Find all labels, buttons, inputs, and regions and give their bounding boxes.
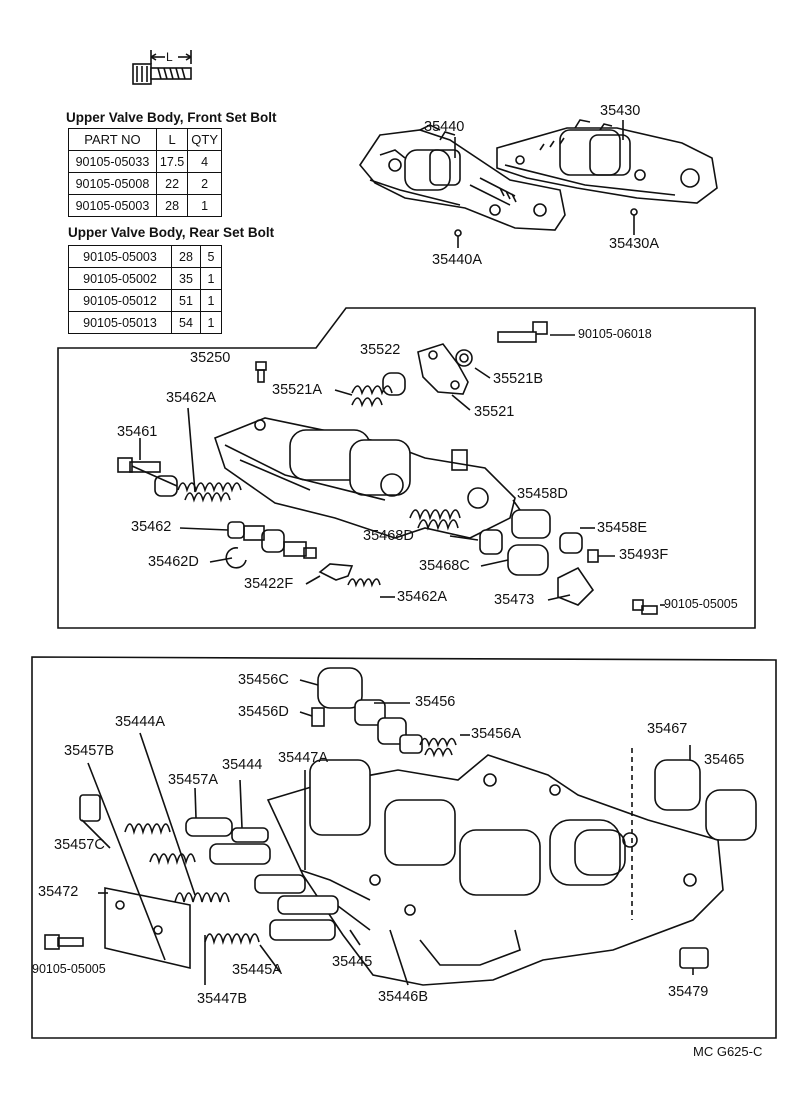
part-label: 35430: [600, 103, 641, 119]
valve-body-35430: [496, 119, 718, 204]
part-no-cell: 90105-05002: [68, 267, 172, 290]
col-qty: QTY: [187, 128, 222, 151]
qty-cell: 2: [187, 172, 222, 195]
part-label: 35444: [222, 757, 263, 773]
bottom-frame: [31, 656, 777, 1039]
valve-body-35440: [359, 124, 566, 231]
part-label: 35457C: [54, 837, 105, 853]
bottom-parts: [44, 667, 757, 986]
length-cell: 51: [171, 289, 201, 312]
qty-cell: 5: [200, 245, 222, 268]
middle-frame: [57, 307, 756, 629]
leader-lines-middle: [139, 334, 665, 606]
leader-lines-bottom: [81, 679, 694, 986]
part-label: 35468C: [419, 558, 470, 574]
part-label: 35456A: [471, 726, 521, 742]
qty-cell: 1: [200, 311, 222, 334]
part-label: 35479: [668, 984, 709, 1000]
part-label: 35493F: [619, 547, 669, 563]
diagram-code: MC G625-C: [693, 1044, 763, 1059]
length-cell: 17.5: [155, 150, 189, 173]
qty-cell: 1: [200, 267, 222, 290]
part-label: 35461: [117, 424, 158, 440]
part-label: 90105-05005: [32, 962, 106, 976]
part-label: 35465: [704, 752, 745, 768]
length-cell: 54: [171, 311, 201, 334]
part-label: 35458D: [517, 486, 568, 502]
part-no-cell: 90105-05008: [68, 172, 157, 195]
part-label: 35458E: [597, 520, 647, 536]
part-label: 35250: [190, 350, 231, 366]
part-label: 35521: [474, 404, 515, 420]
part-label: 35456: [415, 694, 456, 710]
part-label: 35445: [332, 954, 373, 970]
length-cell: 22: [155, 172, 189, 195]
part-label: 35522: [360, 342, 401, 358]
length-cell: 28: [155, 194, 189, 217]
part-label: 35472: [38, 884, 79, 900]
part-no-cell: 90105-05003: [68, 245, 172, 268]
part-label: 35468D: [363, 528, 414, 544]
part-label: 90105-05005: [664, 597, 738, 611]
part-label: 35467: [647, 721, 688, 737]
part-label: 35462: [131, 519, 172, 535]
qty-cell: 1: [200, 289, 222, 312]
bolt-dimension-icon: [132, 50, 192, 85]
part-label: 35457B: [64, 743, 114, 759]
rear-bolt-table-title: Upper Valve Body, Rear Set Bolt: [68, 225, 275, 240]
part-label: 35446B: [378, 989, 428, 1005]
col-part-no: PART NO: [68, 128, 157, 151]
part-no-cell: 90105-05033: [68, 150, 157, 173]
part-label: 35462A: [166, 390, 216, 406]
part-label: 35521A: [272, 382, 322, 398]
length-cell: 28: [171, 245, 201, 268]
front-bolt-table-title: Upper Valve Body, Front Set Bolt: [66, 110, 277, 125]
bolt-length-label: L: [166, 50, 173, 64]
part-label: 35473: [494, 592, 535, 608]
part-label: 35521B: [493, 371, 543, 387]
part-no-cell: 90105-05013: [68, 311, 172, 334]
leader-lines-top: [454, 120, 638, 248]
part-label: 35462D: [148, 554, 199, 570]
part-label: 35447A: [278, 750, 328, 766]
length-cell: 35: [171, 267, 201, 290]
part-label: 90105-06018: [578, 327, 652, 341]
part-label: 35440A: [432, 252, 482, 268]
part-label: 35456D: [238, 704, 289, 720]
part-no-cell: 90105-05012: [68, 289, 172, 312]
qty-cell: 4: [187, 150, 222, 173]
part-label: 35445A: [232, 962, 282, 978]
part-label: 35430A: [609, 236, 659, 252]
part-label: 35462A: [397, 589, 447, 605]
part-label: 35457A: [168, 772, 218, 788]
part-label: 35444A: [115, 714, 165, 730]
part-label: 35456C: [238, 672, 289, 688]
part-label: 35447B: [197, 991, 247, 1007]
part-label: 35422F: [244, 576, 294, 592]
col-length: L: [155, 128, 189, 151]
qty-cell: 1: [187, 194, 222, 217]
part-label: 35440: [424, 119, 465, 135]
part-no-cell: 90105-05003: [68, 194, 157, 217]
